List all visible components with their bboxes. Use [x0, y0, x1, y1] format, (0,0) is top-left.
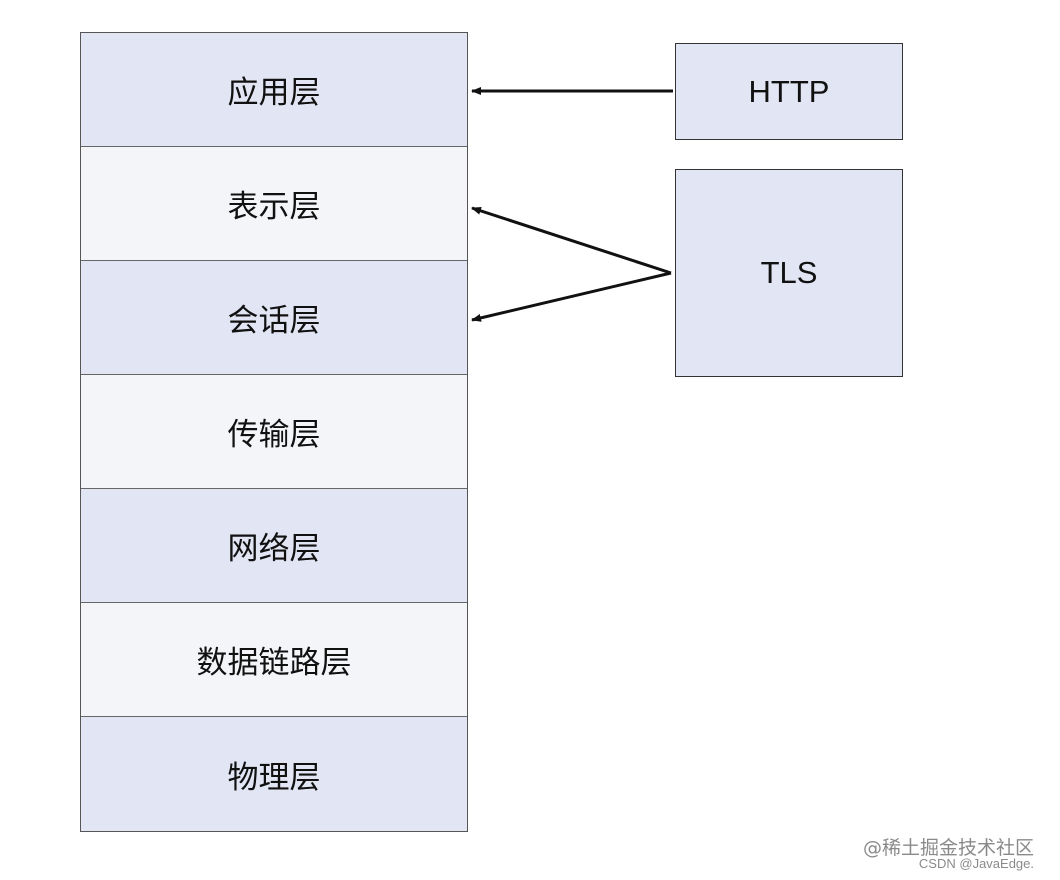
layer-presentation: 表示层 [81, 147, 467, 261]
layer-transport: 传输层 [81, 375, 467, 489]
layer-session: 会话层 [81, 261, 467, 375]
arrow-tls-to-session [471, 271, 672, 322]
protocol-http-box: HTTP [675, 43, 903, 140]
layer-data-link: 数据链路层 [81, 603, 467, 717]
watermark-juejin: @稀土掘金技术社区 [862, 837, 1034, 859]
protocol-tls-box: TLS [675, 169, 903, 377]
arrow-tls-to-presentation [471, 206, 672, 275]
layer-network: 网络层 [81, 489, 467, 603]
osi-layer-stack: 应用层 表示层 会话层 传输层 网络层 数据链路层 物理层 [80, 32, 468, 832]
layer-physical: 物理层 [81, 717, 467, 831]
watermark-csdn: CSDN @JavaEdge. [918, 856, 1034, 871]
layer-application: 应用层 [81, 33, 467, 147]
